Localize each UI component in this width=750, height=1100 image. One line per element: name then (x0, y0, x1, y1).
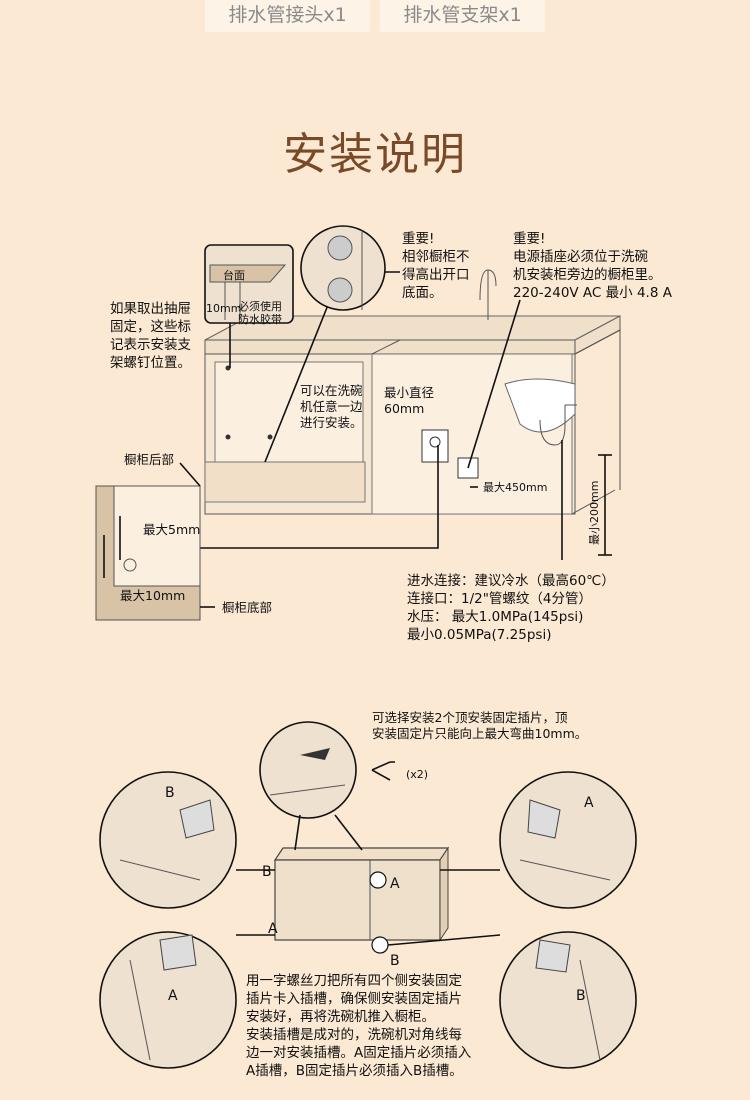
detail-bottom-right (499, 931, 637, 1069)
label-b-bottom-right: B (576, 988, 586, 1004)
tape-size-label: 10mm (206, 302, 242, 315)
either-side-note: 可以在洗碗 机任意一边 进行安装。 (300, 383, 363, 430)
sink-bowl (504, 378, 576, 433)
clip-icon (179, 799, 215, 839)
installation-instructions: 用一字螺丝刀把所有四个侧安装固定 插片卡入插槽，确保侧安装固定插片 安装好，再将… (246, 973, 472, 1079)
drawer (204, 461, 366, 503)
top-bracket-note: 可选择安装2个顶安装固定插片，顶 安装固定片只能向上最大弯曲10mm。 (372, 710, 588, 741)
countertop-edge (204, 339, 576, 355)
tag-drain-connector: 排水管接头x1 (205, 0, 370, 32)
water-valve-icon (421, 429, 449, 463)
top-bracket-detail (259, 721, 357, 819)
arrow-icon (300, 748, 330, 760)
cabinet-back-label: 橱柜后部 (124, 452, 175, 467)
label-b-dishwasher: B (262, 864, 272, 880)
drawer-screw-note: 如果取出抽屉 固定，这些标 记表示安装支 架螺钉位置。 (110, 301, 191, 371)
max5-label: 最大5mm (143, 522, 201, 537)
adjacent-cabinet-note: 重要! 相邻橱柜不 得高出开口 底面。 (402, 231, 470, 301)
detail-top-right (499, 771, 637, 909)
x2-label: (x2) (406, 768, 429, 781)
label-a-dishwasher-left: A (268, 921, 278, 937)
dishwasher-body (274, 859, 441, 941)
slot-b-marker (371, 936, 389, 954)
drain-trap-icon (539, 404, 577, 446)
cabinet-bottom-label: 橱柜底部 (222, 600, 273, 615)
label-b-top-left: B (165, 785, 175, 801)
countertop-label: 台面 (223, 269, 245, 282)
dishwasher-opening (214, 361, 364, 463)
power-socket-note: 重要! 电源插座必须位于洗碗 机安装柜旁边的橱柜里。 220-240V AC 最… (513, 231, 672, 301)
max10-label: 最大10mm (120, 588, 186, 603)
page-title: 安装说明 (283, 129, 467, 180)
max450-label: 最大450mm (483, 481, 548, 494)
bracket-icon (371, 761, 395, 781)
label-a-dishwasher-right: A (390, 876, 400, 892)
hole-diameter-note: 最小直径 60mm (384, 385, 435, 416)
label-a-top-right: A (584, 795, 594, 811)
tag-drain-bracket: 排水管支架x1 (380, 0, 545, 32)
min200-label: 最小200mm (588, 480, 601, 545)
tape-note: 必须使用 防水胶带 (238, 300, 282, 326)
faucet-icon (479, 269, 497, 320)
hinge-detail-top (300, 225, 386, 311)
label-a-bottom-left: A (168, 988, 178, 1004)
label-b-dishwasher-bottom: B (390, 953, 400, 969)
water-connection-note: 进水连接：建议冷水（最高60℃） 连接口：1/2"管螺纹（4分管） 水压： 最大… (407, 573, 615, 643)
detail-bottom-left (99, 931, 237, 1069)
slot-a-marker (369, 871, 387, 889)
